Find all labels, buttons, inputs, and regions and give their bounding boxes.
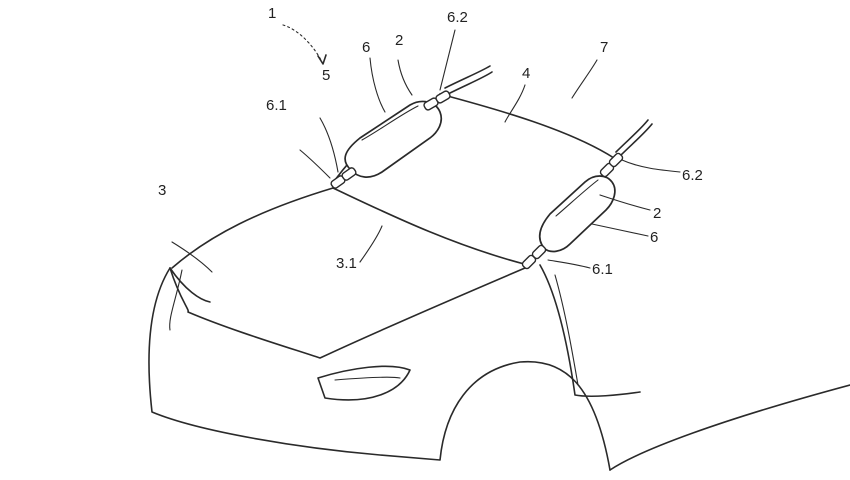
hood-crease (169, 269, 183, 331)
airbag-right (538, 175, 616, 253)
leader-31 (359, 225, 383, 263)
label-1: 1 (268, 5, 276, 22)
leader-7 (571, 59, 598, 99)
label-6-1-left: 6.1 (266, 97, 287, 114)
label-2-top: 2 (395, 32, 403, 49)
hood-front-edge (169, 267, 526, 359)
rear-body-line (609, 384, 850, 471)
leader-2-right (599, 194, 651, 211)
clip-right-top (599, 152, 624, 178)
leader-62-top (439, 29, 456, 91)
leader-61-left (319, 117, 339, 173)
leader-62-right (621, 159, 681, 173)
a-pillar (539, 264, 641, 398)
airbag-right-seam (555, 179, 599, 217)
label-6-top: 6 (362, 39, 370, 56)
fender-line (169, 267, 211, 303)
label-6-1-right: 6.1 (592, 261, 613, 278)
leader-3 (171, 241, 213, 273)
tether-left-1 (444, 65, 491, 89)
leader-2-top (397, 59, 413, 96)
headlight (317, 365, 411, 401)
clip-right-lower (521, 244, 547, 270)
label-4: 4 (522, 65, 530, 82)
label-3: 3 (158, 182, 166, 199)
leader-61-right (547, 259, 591, 269)
a-pillar-inner (554, 274, 579, 386)
leader-1-arrow (317, 54, 327, 65)
clip-left-lower (330, 167, 357, 189)
hood-center-line (332, 187, 529, 266)
tether-right-2 (619, 123, 653, 157)
clip-top (423, 90, 451, 111)
label-3-1: 3.1 (336, 255, 357, 272)
leader-6-right (591, 223, 649, 237)
leader-6-top (369, 57, 386, 113)
windshield-top-edge (439, 93, 615, 159)
headlight-inner (334, 376, 401, 381)
hood-rear-edge (171, 187, 334, 269)
leader-61-left-b (299, 149, 331, 179)
label-6-2-right: 6.2 (682, 167, 703, 184)
label-6-2-top: 6.2 (447, 9, 468, 26)
leader-1 (282, 24, 323, 63)
car-body-outline (148, 267, 611, 471)
label-2-right: 2 (653, 205, 661, 222)
airbag-top (344, 100, 443, 178)
tether-left-2 (447, 71, 493, 95)
label-6-right: 6 (650, 229, 658, 246)
label-5: 5 (322, 67, 330, 84)
label-7: 7 (600, 39, 608, 56)
airbag-top-seam (361, 105, 419, 141)
leader-4 (504, 84, 526, 123)
tether-right-1 (615, 119, 649, 153)
